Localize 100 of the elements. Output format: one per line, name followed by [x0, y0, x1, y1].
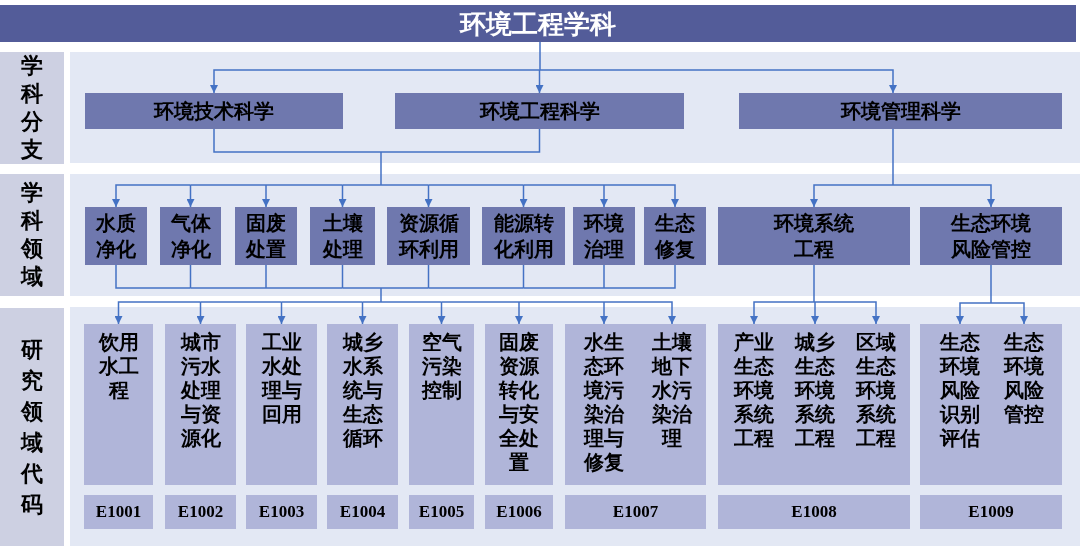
connector: [277, 301, 286, 325]
field-box: [160, 207, 221, 265]
code-box: [327, 495, 398, 529]
branch-box: [85, 93, 343, 129]
code-box: [246, 495, 317, 529]
connector: [515, 301, 523, 325]
row-header: [0, 308, 64, 546]
row-header: [0, 174, 64, 296]
connector: [280, 301, 364, 303]
row-header-text: 学科领域: [20, 179, 44, 291]
code-text: E1005: [418, 502, 465, 522]
branch-box: [739, 93, 1062, 129]
field-box: [644, 207, 706, 265]
research-topic: 城乡生态环境系统工程: [794, 330, 836, 450]
connector: [600, 301, 608, 325]
connector: [380, 287, 430, 289]
connector: [265, 184, 344, 186]
research-topic: 空气污染控制: [421, 330, 462, 402]
connector: [811, 301, 819, 325]
code-box: [565, 495, 706, 529]
code-text: E1007: [612, 502, 659, 522]
research-topic: 城乡水系统与生态循环: [342, 330, 383, 450]
field-name: 固废处置: [245, 210, 287, 262]
code-text: E1003: [258, 502, 305, 522]
connector: [427, 287, 525, 289]
connector: [522, 184, 605, 186]
connector: [603, 301, 676, 325]
field-name: 能源转化利用: [493, 210, 554, 262]
connector: [189, 184, 267, 186]
connector: [813, 264, 815, 303]
connector: [265, 287, 344, 289]
connector: [361, 301, 382, 303]
connector: [210, 69, 541, 94]
connector: [380, 184, 430, 186]
connector: [341, 184, 382, 186]
connector: [186, 184, 195, 208]
field-name: 气体净化: [170, 210, 211, 262]
research-topic: 区域生态环境系统工程: [855, 330, 897, 450]
connector: [380, 128, 541, 153]
research-box: [246, 324, 317, 485]
field-box: [235, 207, 297, 265]
title-text: 环境工程学科: [460, 8, 616, 39]
research-box: [327, 324, 398, 485]
code-box: [84, 495, 153, 529]
connector: [427, 184, 525, 186]
connector: [603, 264, 676, 289]
connector: [380, 287, 382, 303]
research-box: [165, 324, 236, 485]
research-topic: 工业水处理与回用: [261, 330, 302, 426]
connector: [518, 301, 605, 303]
connector: [810, 184, 894, 208]
connector: [522, 287, 605, 289]
connector: [892, 184, 995, 208]
branch-name: 环境管理科学: [840, 99, 961, 123]
field-name: 生态环境风险管控: [950, 210, 1032, 262]
branch-name: 环境技术科学: [154, 99, 274, 123]
connector: [262, 184, 270, 208]
connector: [522, 264, 525, 289]
connector: [750, 301, 815, 325]
connector: [539, 41, 541, 71]
field-name: 环境系统工程: [773, 210, 855, 262]
row-header-text: 研究领域代码: [20, 336, 44, 519]
research-topic: 生态环境风险识别评估: [939, 330, 981, 450]
connector: [338, 184, 347, 208]
row-header-text: 学科分支: [20, 52, 44, 164]
connector: [213, 128, 382, 153]
code-text: E1004: [339, 502, 386, 522]
field-name: 资源循环利用: [398, 210, 459, 262]
field-box: [310, 207, 375, 265]
connector: [427, 264, 430, 289]
research-box: [565, 324, 706, 485]
connector: [892, 128, 894, 186]
research-box: [485, 324, 553, 485]
research-box: [920, 324, 1062, 485]
research-topic: 城市污水处理与资源化: [180, 330, 221, 450]
research-topic: 水生态环境污染治理与修复: [583, 330, 625, 474]
field-box: [718, 207, 910, 265]
research-topic: 固废资源转化与安全处置: [498, 330, 540, 474]
connector: [380, 151, 382, 186]
research-box: [409, 324, 474, 485]
connector: [814, 301, 880, 325]
branch-name: 环境工程科学: [479, 99, 600, 123]
connector: [189, 287, 267, 289]
connector: [990, 264, 992, 304]
field-box: [482, 207, 565, 265]
code-box: [920, 495, 1062, 529]
connector: [424, 184, 433, 208]
connector: [535, 69, 544, 94]
connector: [437, 301, 446, 325]
code-box: [409, 495, 474, 529]
field-name: 环境治理: [583, 210, 625, 262]
code-text: E1008: [791, 502, 837, 522]
connector: [115, 264, 192, 289]
connector: [341, 287, 382, 289]
connector: [114, 301, 202, 325]
connector: [265, 264, 267, 289]
field-box: [85, 207, 147, 265]
connector: [380, 301, 443, 303]
row-header: [0, 52, 64, 164]
code-box: [165, 495, 236, 529]
